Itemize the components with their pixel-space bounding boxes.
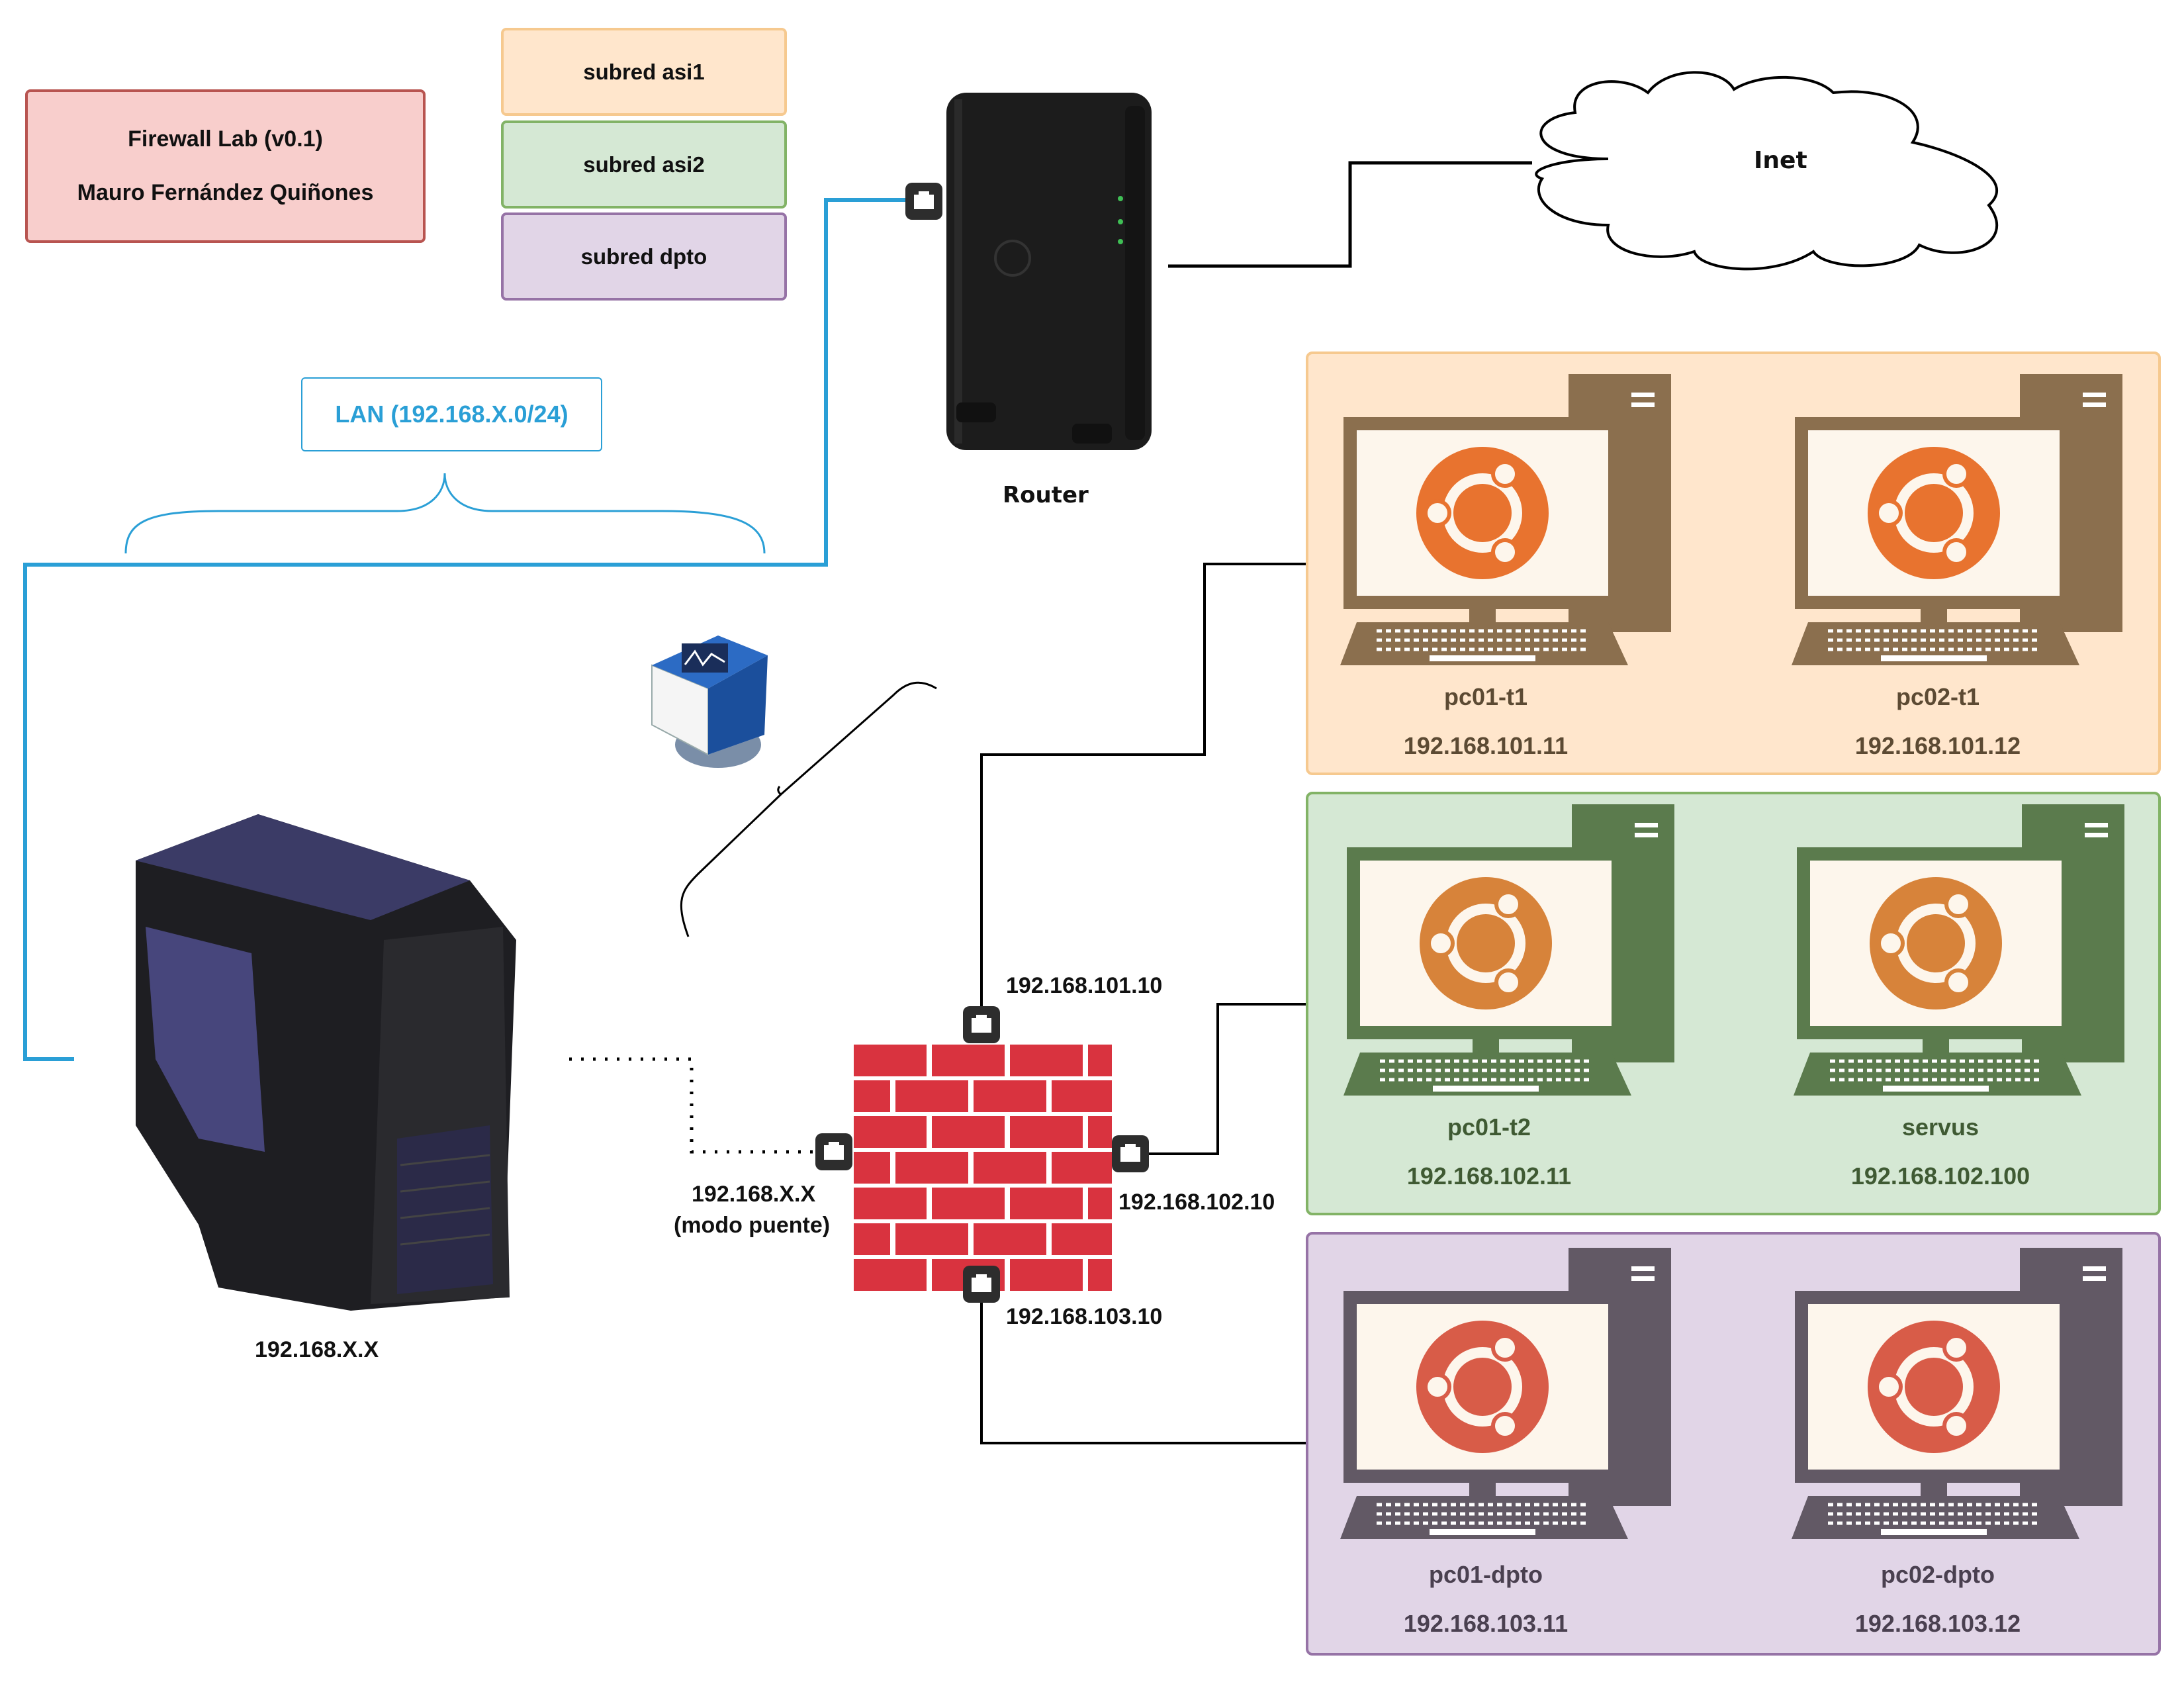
pc-ip-dpto-2: 192.168.103.12: [1854, 1610, 2021, 1637]
fw-dpto-ip-label: 192.168.103.10: [1006, 1304, 1163, 1329]
internet-cloud-icon: [1535, 71, 1999, 271]
pc-ip-dpto-1: 192.168.103.11: [1403, 1610, 1569, 1637]
fw-bridge-mode-label: (modo puente): [674, 1213, 831, 1238]
legend-subred-asi2: subred asi2: [501, 120, 787, 209]
pc-ip-asi1-1: 192.168.101.11: [1403, 732, 1569, 759]
fw-asi1-connection: [980, 563, 1306, 1006]
pc-name-asi2-2: servus: [1901, 1113, 1979, 1141]
lan-label: LAN (192.168.X.0/24): [301, 377, 602, 451]
virtualbox-brace: [680, 681, 937, 937]
fw-asi2-connection: [1128, 1003, 1306, 1155]
host-bridge-connection: [569, 1057, 814, 1154]
pc-ip-asi2-2: 192.168.102.100: [1850, 1162, 2030, 1190]
host-pc-icon: [136, 814, 516, 1311]
pc-icon-asi2-1: [1343, 804, 1674, 1096]
pc-icon-asi1-1: [1340, 374, 1671, 665]
legend-subred-dpto: subred dpto: [501, 212, 787, 301]
pc-name-asi1-2: pc02-t1: [1895, 683, 1980, 710]
fw-asi2-ip-label: 192.168.102.10: [1118, 1190, 1275, 1215]
pc-icon-dpto-1: [1340, 1248, 1671, 1539]
legend-subred-asi1: subred asi1: [501, 28, 787, 116]
pc-name-dpto-1: pc01-dpto: [1428, 1561, 1543, 1588]
pc-icon-dpto-2: [1792, 1248, 2122, 1539]
title-box: Firewall Lab (v0.1) Mauro Fernández Quiñ…: [25, 89, 426, 243]
pc-icon-asi2-2: [1794, 804, 2124, 1096]
fw-port-dpto-icon: [963, 1266, 1000, 1303]
fw-dpto-connection: [980, 1297, 1306, 1444]
wan-connection: [1168, 161, 1532, 268]
diagram-title: Firewall Lab (v0.1): [128, 126, 323, 152]
virtualbox-logo-icon: [651, 635, 768, 768]
internet-label: Inet: [1754, 147, 1807, 174]
pc-name-asi1-1: pc01-t1: [1443, 683, 1528, 710]
pc-icon-asi1-2: [1792, 374, 2122, 665]
pc-name-asi2-1: pc01-t2: [1447, 1113, 1531, 1141]
router-port-icon: [905, 183, 942, 220]
router-label: Router: [1003, 482, 1089, 508]
pc-ip-asi2-1: 192.168.102.11: [1406, 1162, 1572, 1190]
host-ip-label: 192.168.X.X: [255, 1337, 379, 1362]
firewall-icon: [854, 1045, 1112, 1291]
legend-label-asi1: subred asi1: [583, 59, 705, 84]
pc-ip-asi1-2: 192.168.101.12: [1854, 732, 2021, 759]
lan-brace: [124, 473, 766, 554]
lan-connection: [23, 198, 907, 1061]
fw-asi1-ip-label: 192.168.101.10: [1006, 973, 1163, 998]
fw-port-bridge-icon: [815, 1133, 852, 1170]
legend-label-asi2: subred asi2: [583, 152, 705, 177]
fw-port-asi2-icon: [1112, 1135, 1149, 1172]
diagram-author: Mauro Fernández Quiñones: [77, 180, 374, 205]
legend-label-dpto: subred dpto: [580, 244, 707, 269]
fw-bridge-ip-label: 192.168.X.X: [692, 1182, 816, 1207]
fw-port-asi1-icon: [963, 1006, 1000, 1043]
router-icon: [946, 93, 1152, 450]
pc-name-dpto-2: pc02-dpto: [1880, 1561, 1995, 1588]
